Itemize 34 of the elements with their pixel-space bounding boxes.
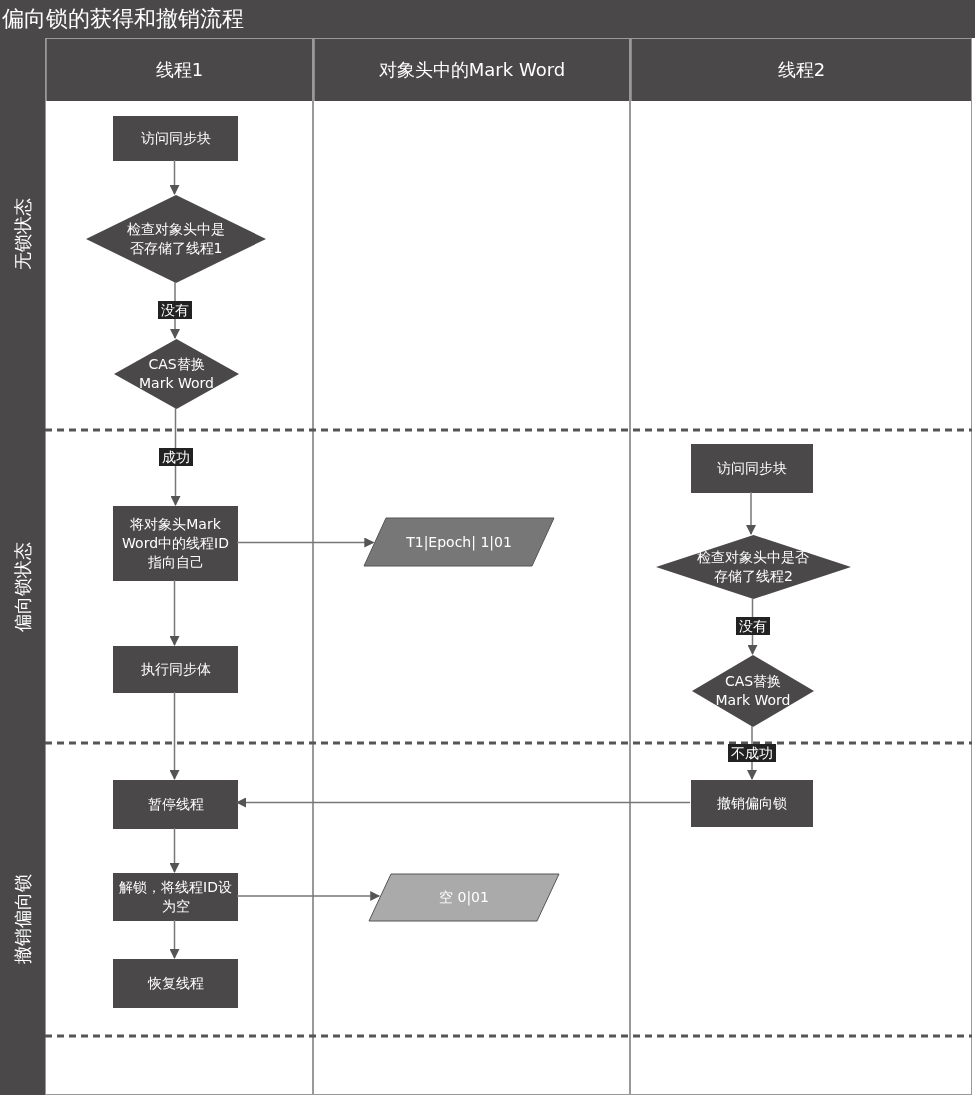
lane-header: 线程1 [46,39,312,101]
phase-band: 无锁状态 [0,38,45,430]
process-box: 访问同步块 [691,444,813,493]
process-box: 解锁，将线程ID设为空 [113,873,238,921]
arrow [169,919,180,959]
process-box: 执行同步体 [113,646,238,693]
process-box: 将对象头Mark Word中的线程ID指向自己 [113,506,238,581]
arrow [746,491,756,535]
lane-header: 对象头中的Mark Word [314,39,629,101]
swimlane [313,38,630,1095]
process-box: 恢复线程 [113,959,238,1008]
process-box: 撤销偏向锁 [691,780,813,827]
edge-label: 没有 [735,617,770,635]
lane-header: 线程2 [631,39,971,101]
decision-diamond: CAS替换Mark Word [692,655,814,727]
edge-label: 没有 [158,301,192,319]
decision-diamond: 检查对象头中是否存储了线程1 [86,195,266,283]
data-parallelogram: T1|Epoch| 1|01 [364,518,554,566]
process-box: 访问同步块 [113,116,238,161]
arrow [169,691,180,780]
arrow [236,891,381,901]
phase-band: 偏向锁状态 [0,430,45,743]
arrow [169,159,180,195]
phase-band: 撤销偏向锁 [0,743,45,1095]
arrow [169,579,180,646]
arrow [236,537,375,548]
data-parallelogram: 空 0|01 [369,874,559,921]
title: 偏向锁的获得和撤销流程 [2,5,244,33]
swimlane [630,38,972,1095]
decision-diamond: CAS替换Mark Word [114,339,239,409]
arrow [236,797,691,808]
arrow [169,827,180,873]
swimlane [45,38,313,1095]
process-box: 暂停线程 [113,780,238,829]
